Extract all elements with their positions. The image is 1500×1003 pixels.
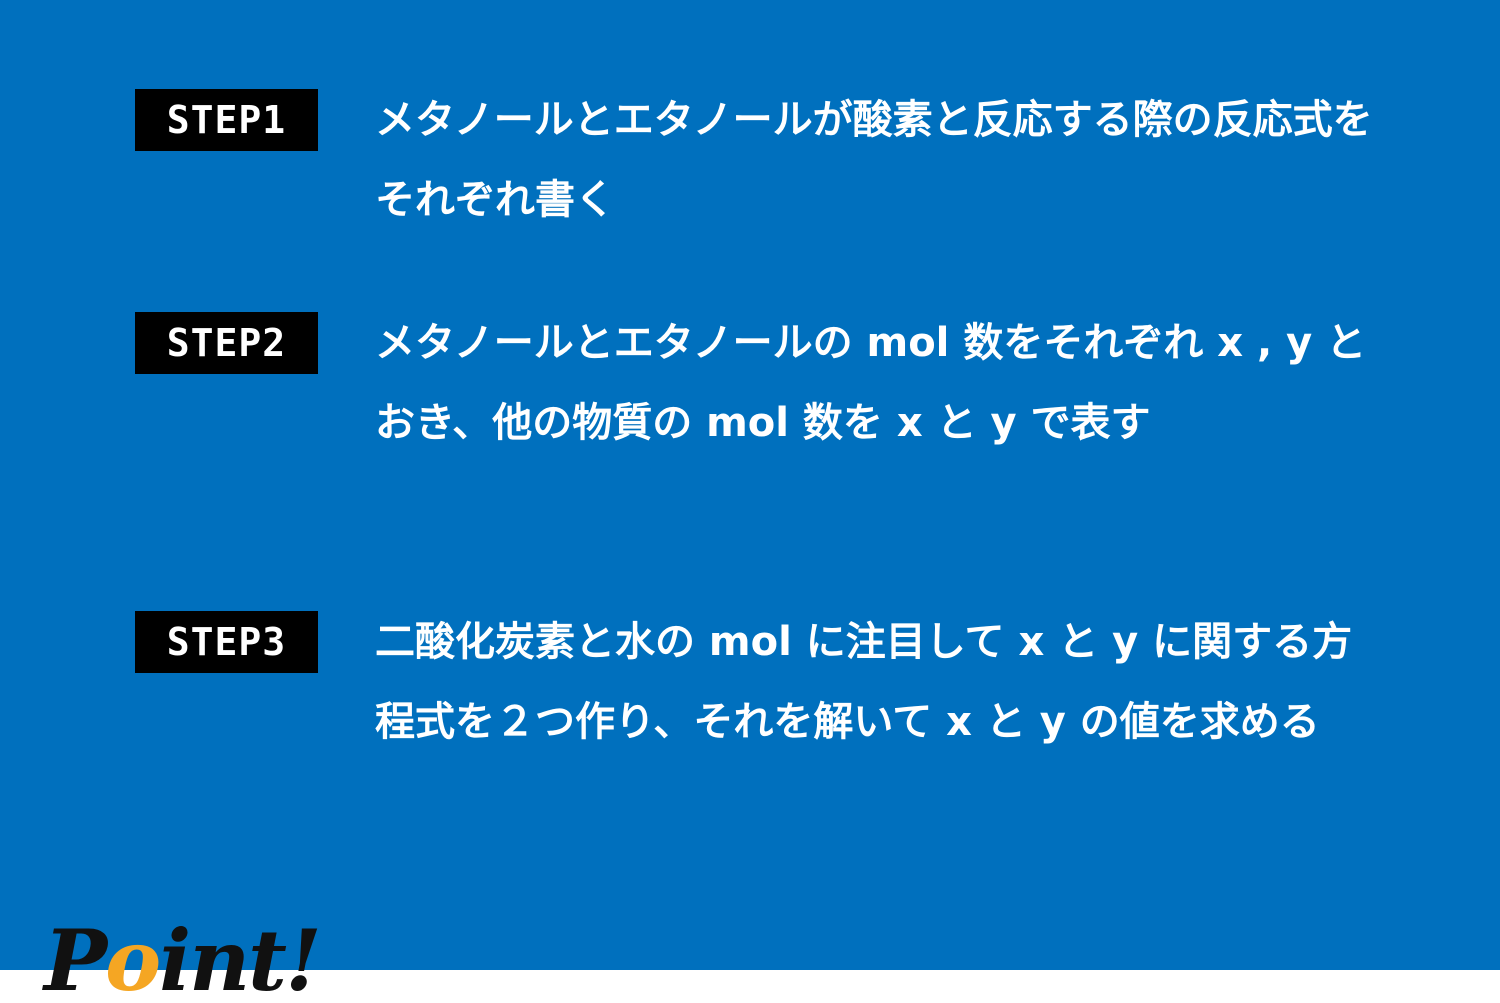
step-2-badge: STEP2 <box>135 312 318 374</box>
point-logo-p: P <box>44 911 107 1003</box>
step-3-badge: STEP3 <box>135 611 318 673</box>
step-1-badge: STEP1 <box>135 89 318 151</box>
step-1-text: メタノールとエタノールが酸素と反応する際の反応式をそれぞれ書く <box>375 97 1373 223</box>
point-logo-rest: int! <box>159 911 322 1003</box>
step-3-text: 二酸化炭素と水の mol に注目して x と y に関する方程式を２つ作り、それ… <box>375 619 1353 745</box>
step-2-text: メタノールとエタノールの mol 数をそれぞれ x , y とおき、他の物質の … <box>375 320 1367 446</box>
point-logo-o: o <box>105 911 161 1003</box>
blue-panel: STEP1 メタノールとエタノールが酸素と反応する際の反応式をそれぞれ書く ST… <box>0 0 1500 970</box>
